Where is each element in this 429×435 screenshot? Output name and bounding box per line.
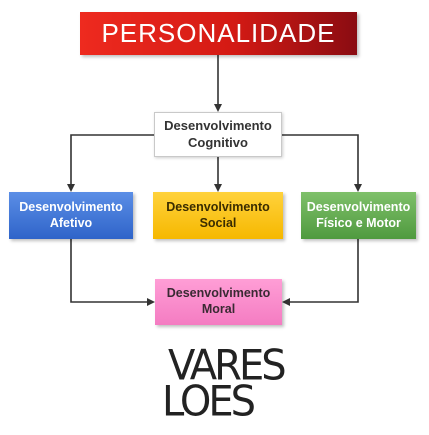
edge-cognitivo-afetivo xyxy=(67,134,154,192)
edge-cognitivo-fisico xyxy=(282,134,362,192)
node-desenvolvimento-fisico-motor: Desenvolvimento Físico e Motor xyxy=(301,192,416,239)
logo-line-bottom: LOES xyxy=(162,377,256,427)
node-afetivo-line2: Afetivo xyxy=(49,215,93,230)
node-cognitivo-line2: Cognitivo xyxy=(188,134,248,150)
edge-afetivo-moral xyxy=(70,239,155,306)
node-moral-line1: Desenvolvimento xyxy=(166,286,271,301)
node-desenvolvimento-social: Desenvolvimento Social xyxy=(153,192,283,239)
node-cognitivo-line1: Desenvolvimento xyxy=(164,118,272,134)
logo-line-top: VARES xyxy=(168,341,287,391)
node-desenvolvimento-cognitivo: Desenvolvimento Cognitivo xyxy=(154,112,282,157)
node-social-line1: Desenvolvimento xyxy=(166,199,270,214)
node-personalidade-label: PERSONALIDADE xyxy=(101,18,336,49)
node-desenvolvimento-afetivo: Desenvolvimento Afetivo xyxy=(9,192,133,239)
node-personalidade: PERSONALIDADE xyxy=(80,12,357,55)
node-fisico-line1: Desenvolvimento xyxy=(306,199,411,214)
node-moral-line2: Moral xyxy=(201,302,236,316)
node-social-line2: Social xyxy=(199,215,237,230)
edge-fisico-moral xyxy=(282,239,359,306)
valores-logo: VARES LOES xyxy=(162,342,287,429)
node-desenvolvimento-moral: Desenvolvimento Moral xyxy=(155,279,282,325)
node-fisico-line2: Físico e Motor xyxy=(316,215,401,230)
node-afetivo-line1: Desenvolvimento xyxy=(19,199,123,214)
